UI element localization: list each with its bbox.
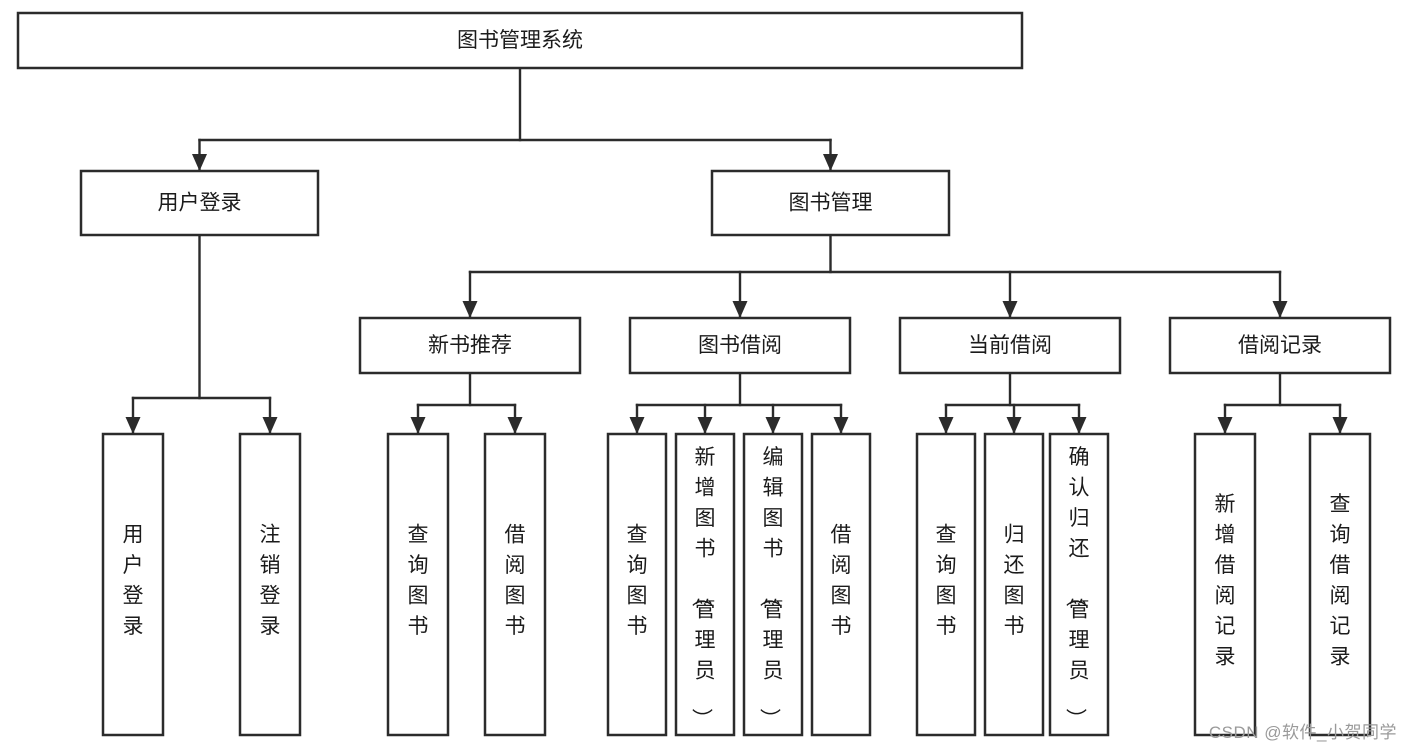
node-box-user-logout bbox=[238, 432, 302, 737]
arrow-head-current-borrow bbox=[1002, 301, 1018, 318]
node-box-query-book-1 bbox=[386, 432, 450, 737]
arrow-head-confirm-return-admin bbox=[1071, 417, 1087, 434]
arrow-head-return-book bbox=[1006, 417, 1022, 434]
arrow-head-book-borrow bbox=[732, 301, 748, 318]
node-user-login[interactable]: 用户登录 bbox=[79, 169, 320, 237]
node-box-current-borrow bbox=[898, 316, 1122, 375]
node-query-book-1[interactable]: 查询图书 bbox=[386, 432, 450, 737]
node-box-query-book-2 bbox=[606, 432, 668, 737]
node-box-confirm-return-admin bbox=[1048, 432, 1110, 737]
node-current-borrow[interactable]: 当前借阅 bbox=[898, 316, 1122, 375]
arrow-head-add-book-admin bbox=[697, 417, 713, 434]
node-root[interactable]: 图书管理系统 bbox=[16, 11, 1024, 70]
node-box-query-borrow-record bbox=[1308, 432, 1372, 737]
node-label-current-borrow: 当前借阅 bbox=[968, 334, 1052, 357]
node-box-new-book-recommend bbox=[358, 316, 582, 375]
node-label-edit-book-admin: 编辑图书（管理员） bbox=[758, 446, 784, 729]
node-box-book-management bbox=[710, 169, 951, 237]
node-label-user-login: 用户登录 bbox=[158, 192, 242, 215]
node-label-query-book-1: 查询图书 bbox=[408, 524, 429, 639]
node-box-query-book-3 bbox=[915, 432, 977, 737]
arrow-head-user-logout bbox=[262, 417, 278, 434]
node-box-return-book bbox=[983, 432, 1045, 737]
node-borrow-book-2[interactable]: 借阅图书 bbox=[810, 432, 872, 737]
node-confirm-return-admin[interactable]: 确认归还（管理员） bbox=[1048, 432, 1110, 737]
node-return-book[interactable]: 归还图书 bbox=[983, 432, 1045, 737]
arrow-head-borrow-record bbox=[1272, 301, 1288, 318]
node-label-new-book-recommend: 新书推荐 bbox=[428, 334, 512, 357]
node-label-root: 图书管理系统 bbox=[457, 29, 583, 52]
node-add-borrow-record[interactable]: 新增借阅记录 bbox=[1193, 432, 1257, 737]
node-box-user-login-do bbox=[101, 432, 165, 737]
node-box-edit-book-admin bbox=[742, 432, 804, 737]
node-label-book-borrow: 图书借阅 bbox=[698, 334, 782, 357]
arrow-head-book-management bbox=[823, 154, 838, 171]
node-label-user-login-do: 用户登录 bbox=[123, 524, 144, 639]
node-label-borrow-book-2: 借阅图书 bbox=[831, 524, 852, 639]
node-borrow-record[interactable]: 借阅记录 bbox=[1168, 316, 1392, 375]
node-user-logout[interactable]: 注销登录 bbox=[238, 432, 302, 737]
node-label-add-borrow-record: 新增借阅记录 bbox=[1215, 493, 1236, 669]
node-add-book-admin[interactable]: 新增图书（管理员） bbox=[674, 432, 736, 737]
node-edit-book-admin[interactable]: 编辑图书（管理员） bbox=[742, 432, 804, 737]
node-query-book-3[interactable]: 查询图书 bbox=[915, 432, 977, 737]
watermark: CSDN @软件_小贺同学 bbox=[1208, 723, 1397, 742]
arrow-head-new-book-recommend bbox=[462, 301, 478, 318]
node-box-borrow-book-2 bbox=[810, 432, 872, 737]
node-box-borrow-record bbox=[1168, 316, 1392, 375]
connector-layer bbox=[125, 66, 1348, 435]
arrow-head-query-borrow-record bbox=[1332, 417, 1348, 434]
node-book-borrow[interactable]: 图书借阅 bbox=[628, 316, 852, 375]
node-label-return-book: 归还图书 bbox=[1004, 524, 1025, 639]
node-label-borrow-record: 借阅记录 bbox=[1238, 334, 1322, 357]
node-label-add-book-admin: 新增图书（管理员） bbox=[690, 446, 716, 729]
node-book-management[interactable]: 图书管理 bbox=[710, 169, 951, 237]
node-layer: 图书管理系统用户登录用户登录注销登录图书管理新书推荐查询图书借阅图书图书借阅查询… bbox=[16, 11, 1392, 737]
node-box-user-login bbox=[79, 169, 320, 237]
node-box-add-book-admin bbox=[674, 432, 736, 737]
node-box-book-borrow bbox=[628, 316, 852, 375]
arrow-head-borrow-book-1 bbox=[507, 417, 523, 434]
node-label-query-book-2: 查询图书 bbox=[627, 524, 648, 639]
node-label-query-borrow-record: 查询借阅记录 bbox=[1330, 493, 1351, 669]
node-user-login-do[interactable]: 用户登录 bbox=[101, 432, 165, 737]
arrow-head-query-book-3 bbox=[938, 417, 954, 434]
node-box-borrow-book-1 bbox=[483, 432, 547, 737]
arrow-head-query-book-2 bbox=[629, 417, 645, 434]
node-label-book-management: 图书管理 bbox=[789, 192, 873, 215]
node-label-user-logout: 注销登录 bbox=[260, 524, 281, 639]
arrow-head-borrow-book-2 bbox=[833, 417, 849, 434]
node-new-book-recommend[interactable]: 新书推荐 bbox=[358, 316, 582, 375]
arrow-head-add-borrow-record bbox=[1217, 417, 1233, 434]
arrow-head-user-login-do bbox=[125, 417, 141, 434]
node-box-root bbox=[16, 11, 1024, 70]
node-label-borrow-book-1: 借阅图书 bbox=[505, 524, 526, 639]
node-borrow-book-1[interactable]: 借阅图书 bbox=[483, 432, 547, 737]
arrow-head-edit-book-admin bbox=[765, 417, 781, 434]
node-query-book-2[interactable]: 查询图书 bbox=[606, 432, 668, 737]
arrow-head-query-book-1 bbox=[410, 417, 426, 434]
arrow-head-user-login bbox=[192, 154, 207, 171]
node-query-borrow-record[interactable]: 查询借阅记录 bbox=[1308, 432, 1372, 737]
node-label-query-book-3: 查询图书 bbox=[936, 524, 957, 639]
node-box-add-borrow-record bbox=[1193, 432, 1257, 737]
node-label-confirm-return-admin: 确认归还（管理员） bbox=[1064, 446, 1090, 729]
